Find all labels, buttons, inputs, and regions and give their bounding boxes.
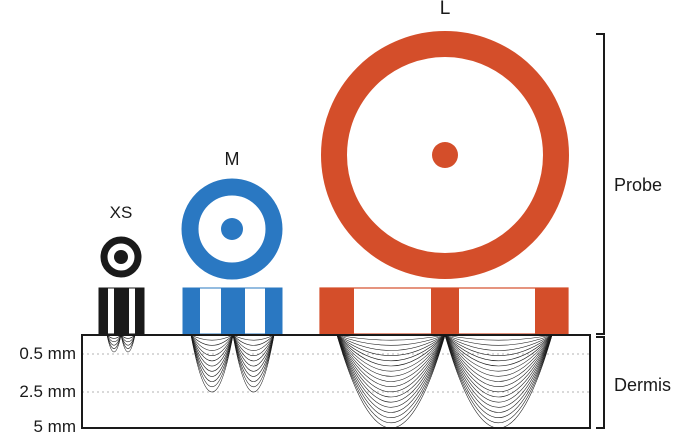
field-line (232, 334, 275, 346)
field-line (444, 334, 553, 392)
dermis-box (81, 334, 591, 429)
field-line (336, 334, 446, 403)
field-line (232, 334, 275, 392)
field-line (444, 334, 553, 372)
field-line (232, 334, 275, 372)
field-line (106, 334, 122, 339)
field-line (444, 334, 553, 382)
field-line (190, 334, 234, 392)
field-line (444, 334, 553, 351)
probe-xs-side (98, 287, 145, 335)
field-line (444, 334, 553, 356)
field-line (106, 334, 122, 343)
probe-l-top: L (321, 0, 569, 279)
field-line (444, 334, 553, 341)
field-line (336, 334, 446, 429)
probe-region-label: Probe (614, 175, 662, 195)
field-line (336, 334, 446, 387)
field-line (232, 334, 275, 377)
field-line (444, 334, 553, 387)
dermis-region (81, 334, 591, 429)
field-line (232, 334, 275, 356)
field-line (444, 334, 553, 418)
field-lines (106, 334, 553, 429)
field-line (120, 334, 136, 346)
field-line (120, 334, 136, 353)
field-line (190, 334, 234, 367)
field-line (444, 334, 553, 398)
field-line (444, 334, 553, 408)
probe-xs-outer-ring (100, 236, 142, 278)
field-line (106, 334, 122, 353)
probe-l-outer-ring (321, 31, 569, 279)
depth-label-0-5mm: 0.5 mm (19, 344, 76, 363)
field-line (232, 334, 275, 367)
field-line (232, 334, 275, 382)
field-line (190, 334, 234, 362)
field-line (336, 334, 446, 362)
field-line (336, 334, 446, 367)
probe-m-outer-ring (181, 178, 283, 280)
field-line (336, 334, 446, 418)
probe-m-label: M (225, 149, 240, 169)
field-line (336, 334, 446, 372)
field-line (336, 334, 446, 351)
field-line (190, 334, 234, 356)
field-line (336, 334, 446, 341)
field-line (232, 334, 275, 351)
field-line (190, 334, 234, 382)
field-line (444, 334, 553, 367)
probe-l-center-dot (432, 142, 458, 168)
field-line (444, 334, 553, 346)
field-line (120, 334, 136, 339)
probe-m-top: M (181, 149, 283, 280)
depth-label-2-5mm: 2.5 mm (19, 382, 76, 401)
field-line (190, 334, 234, 351)
field-line (444, 334, 553, 413)
field-line (444, 334, 553, 362)
probe-xs-center-dot (114, 250, 128, 264)
probe-xs-top: XS (100, 203, 142, 278)
dermis-region-label: Dermis (614, 375, 671, 395)
field-line (336, 334, 446, 377)
probe-l-side (319, 287, 569, 335)
field-line (336, 334, 446, 346)
field-line (232, 334, 275, 362)
field-line (336, 334, 446, 408)
probe-m-center-dot (221, 218, 243, 240)
dermis-bracket (596, 336, 605, 429)
field-line (232, 334, 275, 341)
field-line (336, 334, 446, 398)
field-line (106, 334, 122, 346)
field-line (190, 334, 234, 346)
field-line (190, 334, 234, 341)
probe-l-label: L (440, 0, 451, 19)
depth-label-5mm: 5 mm (34, 417, 77, 434)
field-line (190, 334, 234, 377)
field-line (336, 334, 446, 413)
field-line (444, 334, 553, 403)
probe-bracket (596, 33, 605, 335)
probe-m-side (182, 287, 283, 335)
probe-xs-label: XS (110, 203, 133, 222)
field-line (444, 334, 553, 377)
field-line (120, 334, 136, 343)
field-line (444, 334, 553, 429)
field-line (336, 334, 446, 356)
field-line (336, 334, 446, 392)
field-line (336, 334, 446, 382)
field-line (190, 334, 234, 372)
